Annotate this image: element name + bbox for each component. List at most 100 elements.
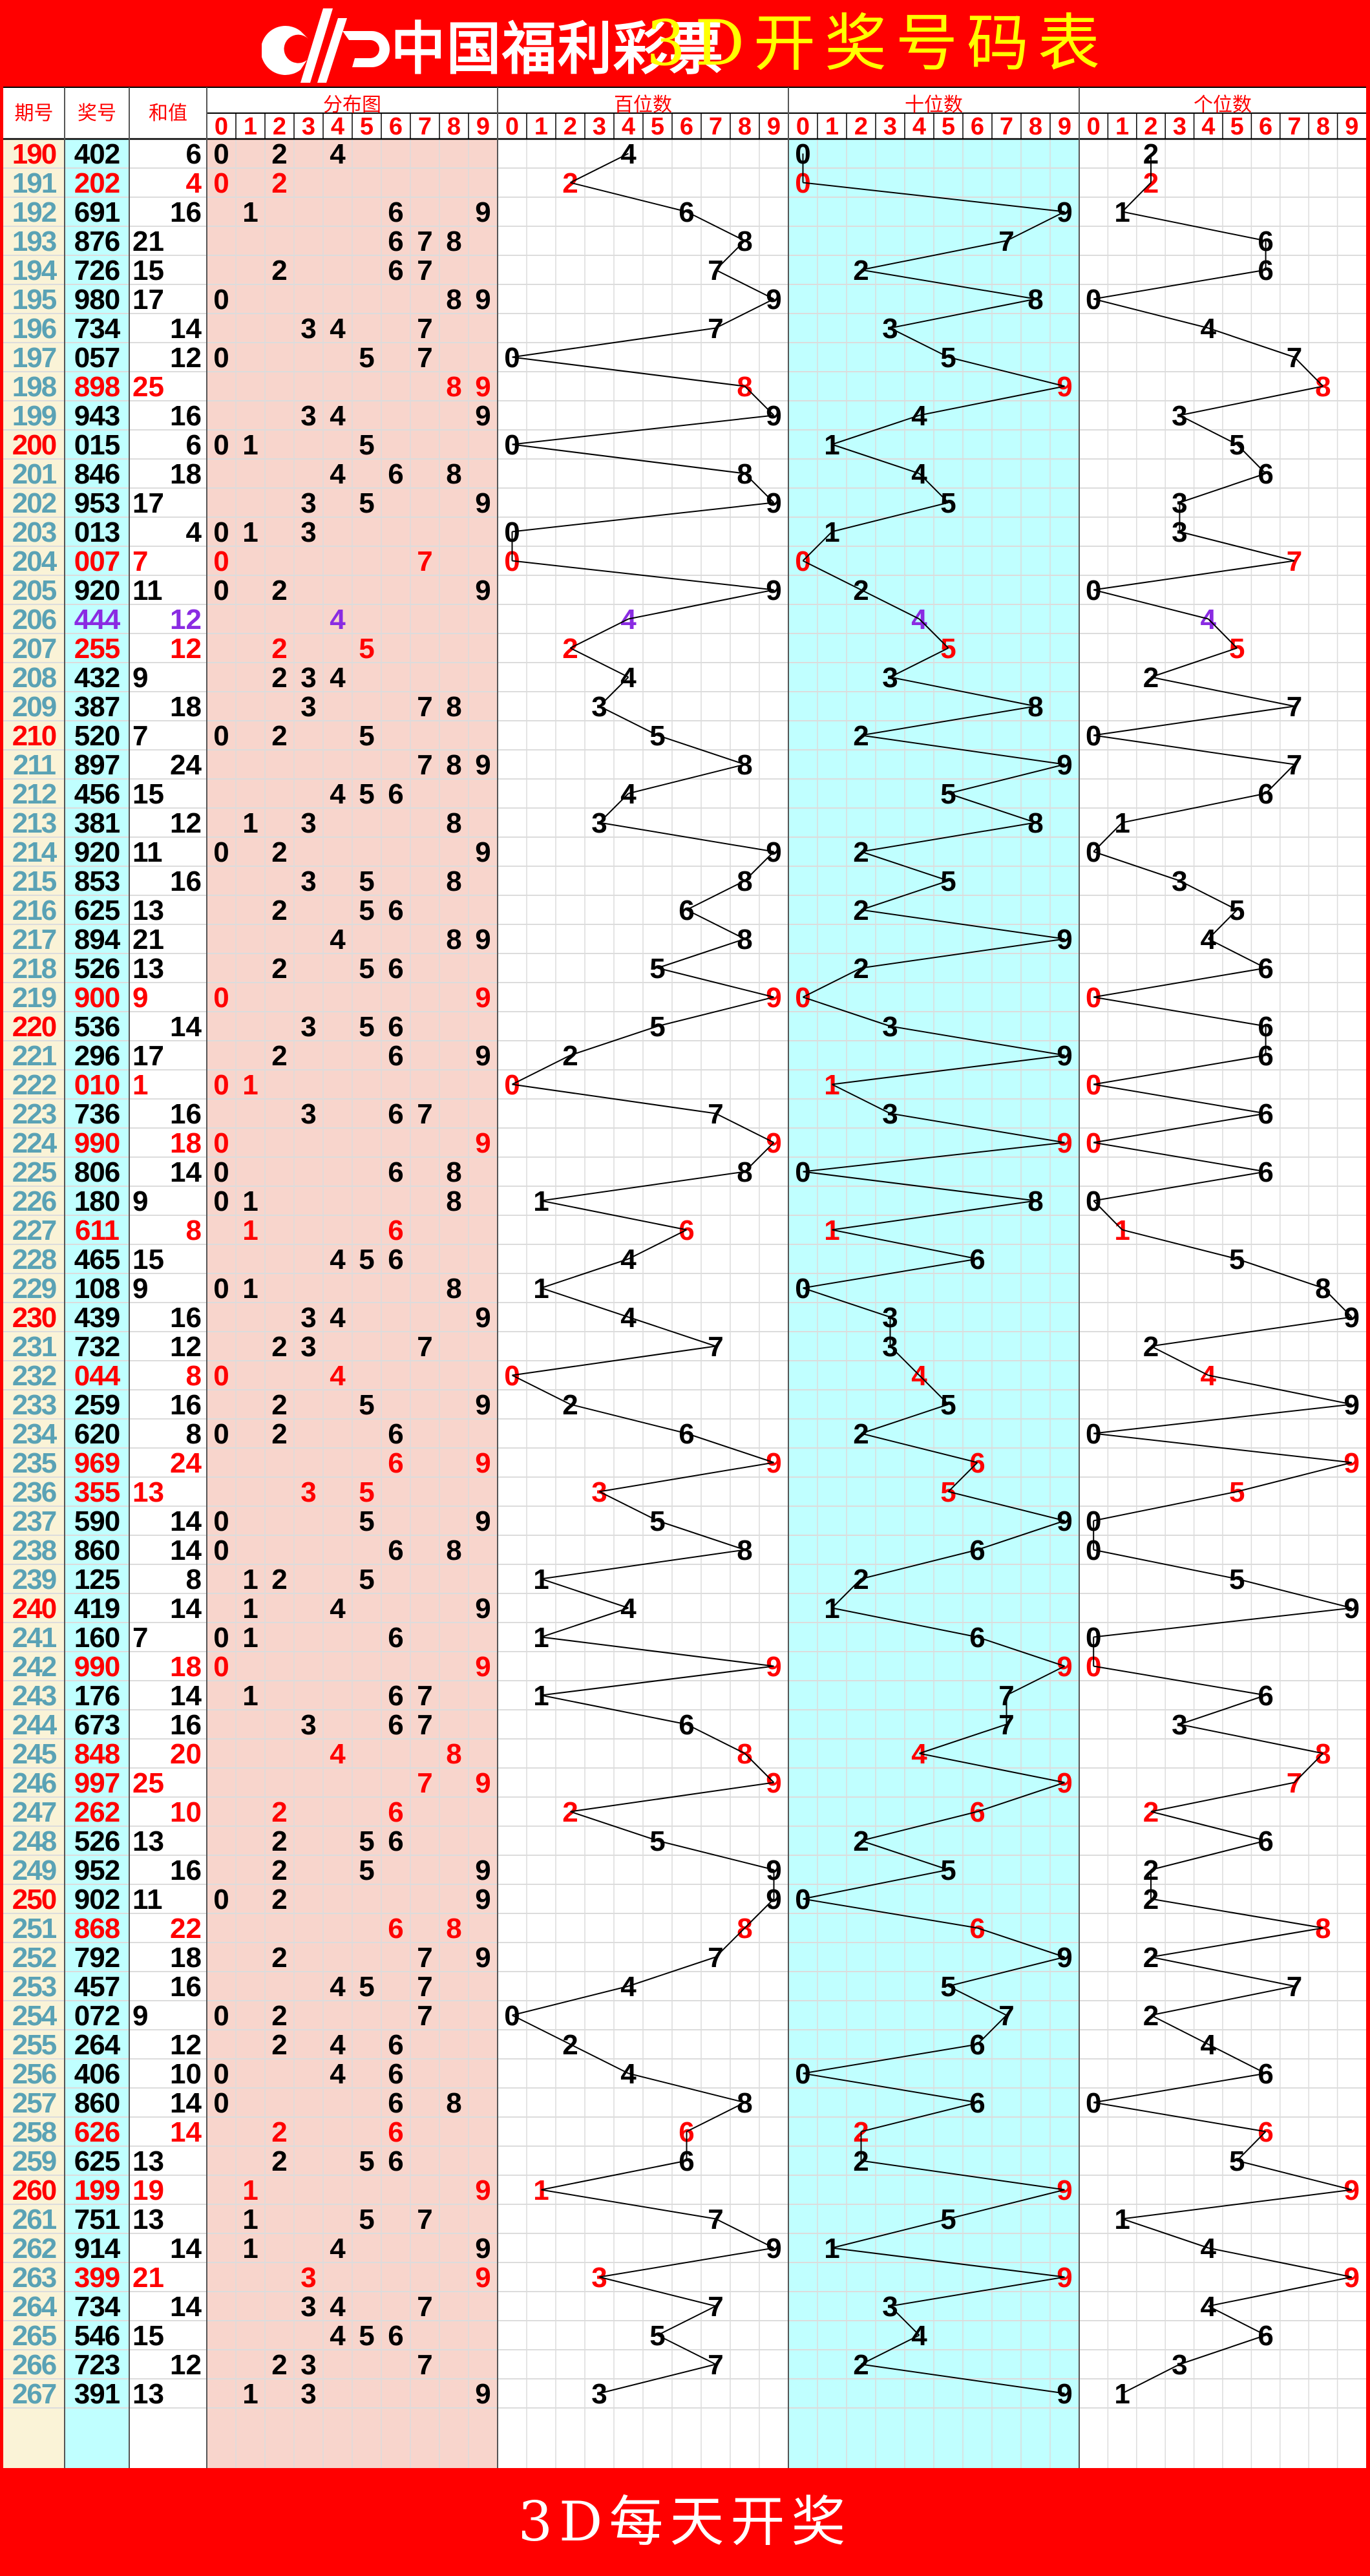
tens-trend-segment — [861, 1403, 949, 1434]
distribution-digit-mark: 3 — [300, 313, 317, 345]
distribution-digit-mark: 8 — [446, 1913, 462, 1944]
winning-number: 457 — [74, 1971, 120, 2003]
units-trend-segment — [1150, 1840, 1266, 1871]
sum-value: 16 — [170, 1302, 202, 1334]
distribution-digit-mark: 3 — [300, 2262, 317, 2294]
distribution-digit-mark: 3 — [300, 2378, 317, 2410]
header-digit-3: 3 — [1172, 113, 1186, 140]
header-digit-7: 7 — [708, 113, 723, 140]
sum-value: 10 — [170, 1796, 202, 1828]
hundreds-trend-segment — [541, 1665, 774, 1696]
winning-number: 673 — [74, 1709, 120, 1741]
distribution-digit-mark: 8 — [446, 1156, 462, 1188]
distribution-digit-mark: 2 — [271, 836, 288, 868]
tens-trend-segment — [947, 1462, 978, 1493]
tens-trend-segment — [861, 2102, 978, 2133]
header-digit-0: 0 — [1086, 113, 1101, 140]
hundreds-trend-segment — [512, 1985, 629, 2016]
units-trend-segment — [1208, 938, 1267, 969]
distribution-digit-mark: 6 — [388, 197, 404, 228]
winning-number: 732 — [74, 1331, 120, 1363]
tens-trend-segment — [832, 414, 920, 445]
distribution-digit-mark: 5 — [359, 1855, 375, 1886]
hundreds-trend-segment — [715, 269, 774, 300]
hundreds-trend-segment — [541, 2160, 687, 2191]
tens-trend-segment — [832, 1200, 1036, 1231]
distribution-digit-mark: 6 — [388, 1418, 404, 1450]
units-trend-segment — [1150, 1345, 1209, 1376]
units-trend-segment — [1208, 2247, 1352, 2278]
distribution-digit-mark: 5 — [359, 1564, 375, 1595]
winning-number: 920 — [74, 836, 120, 868]
distribution-digit-mark: 5 — [359, 2145, 375, 2177]
header-digit-5: 5 — [359, 113, 374, 140]
distribution-digit-mark: 3 — [300, 487, 317, 519]
sum-value: 17 — [132, 284, 164, 315]
distribution-digit-mark: 2 — [271, 575, 288, 606]
distribution-digit-mark: 2 — [271, 1796, 288, 1828]
distribution-digit-mark: 4 — [330, 924, 346, 955]
units-trend-segment — [1093, 589, 1209, 620]
distribution-digit-mark: 9 — [475, 2262, 491, 2294]
distribution-digit-mark: 2 — [271, 720, 288, 752]
period-label: 255 — [12, 2029, 57, 2061]
sum-value: 6 — [185, 138, 202, 170]
period-label: 231 — [12, 1331, 57, 1363]
sum-value: 21 — [132, 2262, 164, 2294]
hundreds-trend-segment — [744, 1898, 775, 1929]
winning-number: 355 — [74, 1476, 120, 1508]
distribution-digit-mark: 9 — [475, 1040, 491, 1072]
distribution-digit-mark: 4 — [330, 2233, 346, 2264]
hundreds-trend-segment — [686, 2102, 745, 2133]
hundreds-trend-segment — [541, 1171, 745, 1202]
distribution-digit-mark: 1 — [242, 2378, 258, 2410]
hundreds-trend-segment — [628, 1316, 716, 1347]
tens-trend-segment — [803, 182, 1065, 213]
number-column-bg — [65, 139, 129, 2468]
winning-number: 044 — [74, 1360, 120, 1392]
distribution-digit-mark: 5 — [359, 1476, 375, 1508]
tens-trend-segment — [831, 1578, 862, 1609]
units-trend-segment — [1150, 676, 1295, 707]
sum-value: 13 — [132, 895, 164, 926]
distribution-digit-mark: 5 — [359, 633, 375, 665]
hundreds-trend-segment — [541, 1258, 629, 1289]
tens-trend-segment — [802, 531, 833, 562]
distribution-digit-mark: 6 — [388, 1913, 404, 1944]
distribution-digit-mark: 6 — [388, 1709, 404, 1741]
hundreds-trend-segment — [570, 153, 629, 184]
winning-number: 444 — [74, 604, 120, 635]
period-label: 214 — [12, 836, 57, 868]
period-label: 215 — [12, 866, 57, 897]
distribution-digit-mark: 2 — [271, 2349, 288, 2381]
distribution-digit-mark: 2 — [271, 167, 288, 199]
distribution-digit-mark: 1 — [242, 2233, 258, 2264]
sum-value: 1 — [132, 1069, 149, 1101]
hundreds-trend-segment — [541, 1694, 687, 1725]
distribution-digit-mark: 9 — [475, 924, 491, 955]
distribution-digit-mark: 0 — [213, 1418, 229, 1450]
distribution-digit-mark: 4 — [330, 778, 346, 810]
winning-number: 590 — [74, 1506, 120, 1537]
hundreds-trend-segment — [628, 763, 745, 794]
winning-number: 736 — [74, 1098, 120, 1130]
units-trend-segment — [1093, 1665, 1266, 1696]
distribution-digit-mark: 0 — [213, 1535, 229, 1566]
period-label: 263 — [12, 2262, 57, 2294]
units-trend-segment — [1208, 2043, 1267, 2074]
tens-trend-segment — [890, 327, 949, 358]
distribution-digit-mark: 7 — [417, 313, 433, 345]
distribution-digit-mark: 8 — [446, 1186, 462, 1217]
winning-number: 255 — [74, 633, 120, 665]
sum-value: 7 — [132, 1622, 149, 1654]
period-label: 251 — [12, 1913, 57, 1944]
period-label: 200 — [12, 429, 57, 461]
tens-trend-segment — [803, 2072, 978, 2103]
period-label: 191 — [12, 167, 57, 199]
winning-number: 262 — [74, 1796, 120, 1828]
distribution-digit-mark: 0 — [213, 167, 229, 199]
winning-number: 072 — [74, 2000, 120, 2032]
sum-value: 17 — [132, 487, 164, 519]
period-label: 210 — [12, 720, 57, 752]
